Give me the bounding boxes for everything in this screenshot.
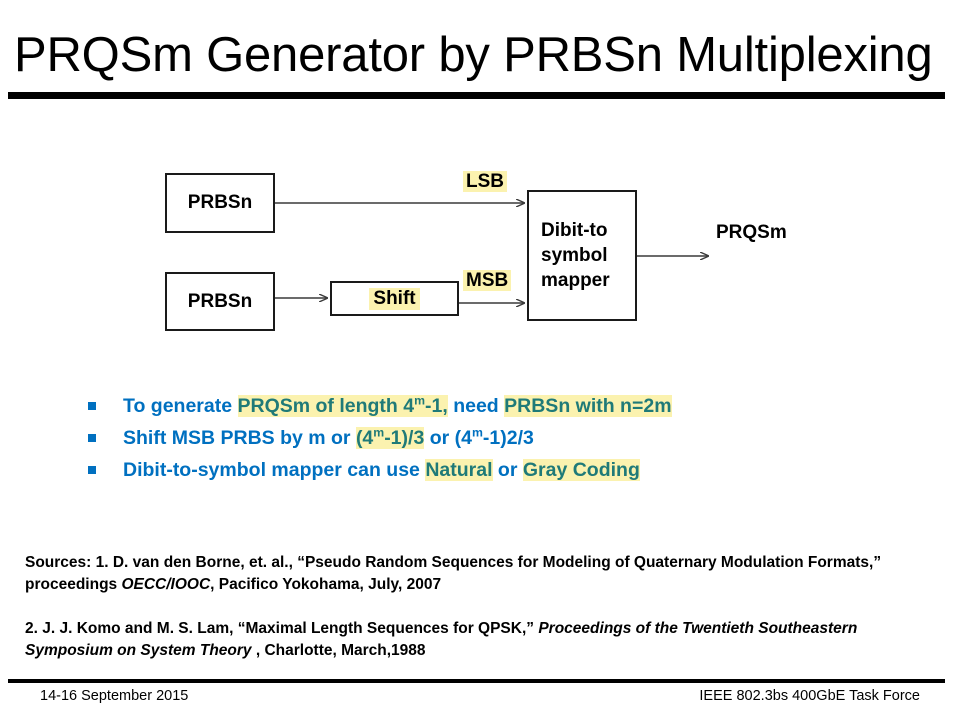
block-prbsn-lsb[interactable]: PRBSn [165,173,275,233]
bullet-3-seg-3: Gray Coding [522,459,640,481]
bullet-3-seg-1: Natural [425,459,493,481]
bullet-marker-icon [88,434,96,442]
block-prbsn-msb[interactable]: PRBSn [165,272,275,331]
source-entry-2: 2. J. J. Komo and M. S. Lam, “Maximal Le… [25,620,858,659]
bullet-1-seg-3: PRBSn with n=2m [504,395,672,417]
footer-date: 14-16 September 2015 [40,688,189,704]
block-dibit-to-symbol-mapper[interactable]: Dibit-to symbol mapper [527,190,637,321]
bullet-1-seg-1: PRQSm of length 4m-1, [237,393,448,417]
bullet-2-seg-0: Shift MSB PRBS by m or [123,427,356,449]
block-shift[interactable]: Shift [330,281,459,316]
list-item: To generate PRQSm of length 4m-1, need P… [88,392,888,424]
bullet-1-seg-0: To generate [123,395,238,417]
slide-footer: 14-16 September 2015 IEEE 802.3bs 400GbE… [40,688,920,704]
label-prqsm-output: PRQSm [716,222,787,243]
title-divider [8,92,945,99]
label-lsb-text: LSB [463,171,507,192]
source-entry-1: Sources: 1. D. van den Borne, et. al., “… [25,554,882,593]
bullet-2-seg-1: (4m-1)/3 [355,425,425,449]
block-shift-label: Shift [369,287,420,310]
bullet-1-seg-2: need [447,395,505,417]
bullet-list: To generate PRQSm of length 4m-1, need P… [88,392,888,488]
list-item: Dibit-to-symbol mapper can use Natural o… [88,456,888,488]
label-lsb: LSB [463,171,507,193]
mapper-label-line1: Dibit-to [541,220,608,241]
bullet-marker-icon [88,466,96,474]
bullet-text-3: Dibit-to-symbol mapper can use Natural o… [123,456,640,484]
mapper-label-line2: symbol [541,245,608,266]
bullet-text-1: To generate PRQSm of length 4m-1, need P… [123,392,672,420]
block-prbsn-lsb-label: PRBSn [187,192,253,213]
list-item: Shift MSB PRBS by m or (4m-1)/3 or (4m-1… [88,424,888,456]
bullet-marker-icon [88,402,96,410]
label-msb: MSB [463,270,512,292]
footer-group: IEEE 802.3bs 400GbE Task Force [699,688,920,704]
bullet-2-seg-3: (4m-1)2/3 [454,425,534,449]
bullet-text-2: Shift MSB PRBS by m or (4m-1)/3 or (4m-1… [123,424,534,452]
mapper-label-line3: mapper [541,270,610,291]
label-msb-text: MSB [463,270,512,291]
bullet-2-seg-2: or [424,427,455,449]
sources-section: Sources: 1. D. van den Borne, et. al., “… [25,552,925,662]
bullet-3-seg-2: or [492,459,523,481]
page-title: PRQSm Generator by PRBSn Multiplexing [14,28,933,82]
footer-divider [8,679,945,683]
block-prbsn-msb-label: PRBSn [187,290,253,312]
bullet-3-seg-0: Dibit-to-symbol mapper can use [123,459,426,481]
